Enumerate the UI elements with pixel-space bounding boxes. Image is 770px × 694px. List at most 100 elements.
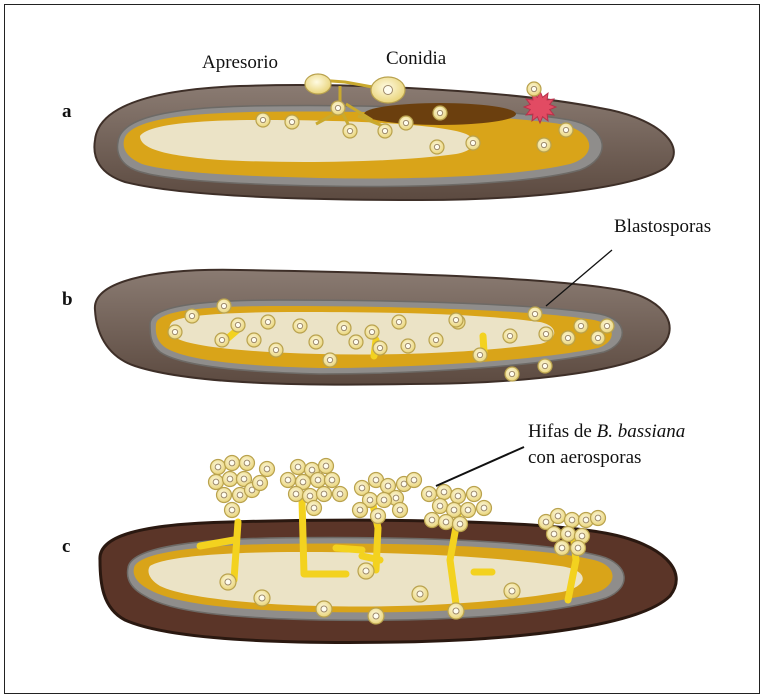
larva-c: [100, 456, 676, 643]
spore-nucleus: [297, 323, 302, 328]
spore-nucleus: [213, 479, 219, 485]
panel-label-b: b: [62, 289, 73, 311]
label-hifas-prefix: Hifas de: [528, 421, 597, 442]
spore-nucleus: [470, 140, 475, 145]
spore-nucleus: [565, 335, 570, 340]
spore-nucleus: [579, 533, 585, 539]
spore-nucleus: [509, 371, 514, 376]
spore-nucleus: [453, 317, 458, 322]
spore-nucleus: [264, 466, 270, 472]
hypha: [234, 522, 238, 580]
conidium: [305, 74, 331, 94]
spore-nucleus: [323, 463, 329, 469]
spore-nucleus: [300, 479, 306, 485]
spore-nucleus: [337, 491, 343, 497]
hypha: [336, 548, 362, 550]
spore-nucleus: [595, 515, 601, 521]
label-apresorio: Apresorio: [202, 52, 278, 74]
spore-nucleus: [578, 323, 583, 328]
spore-nucleus: [369, 329, 374, 334]
spore-nucleus: [453, 608, 459, 614]
spore-nucleus: [429, 517, 435, 523]
spore-nucleus: [433, 337, 438, 342]
spore-nucleus: [543, 519, 549, 525]
spore-nucleus: [359, 485, 365, 491]
spore-nucleus: [373, 613, 379, 619]
spore-nucleus: [441, 489, 447, 495]
spore-nucleus: [309, 467, 315, 473]
spore-nucleus: [335, 105, 340, 110]
spore-nucleus: [532, 311, 537, 316]
spore-nucleus: [531, 86, 536, 91]
spore-nucleus: [583, 517, 589, 523]
spore-nucleus: [481, 505, 487, 511]
spore-nucleus: [172, 329, 177, 334]
spore-nucleus: [451, 507, 457, 513]
larva-a: [94, 74, 673, 200]
spore-nucleus: [604, 323, 609, 328]
spore-nucleus: [315, 477, 321, 483]
spore-nucleus: [251, 337, 256, 342]
spore-nucleus: [403, 120, 408, 125]
spore-nucleus: [543, 331, 548, 336]
spore-nucleus: [542, 363, 547, 368]
spore-nucleus: [347, 128, 352, 133]
spore-nucleus: [477, 352, 482, 357]
spore-nucleus: [241, 476, 247, 482]
spore-nucleus: [396, 319, 401, 324]
conidium-nucleus: [384, 86, 393, 95]
label-hifas-species: B. bassiana: [597, 421, 686, 442]
spore-nucleus: [367, 497, 373, 503]
spore-nucleus: [555, 513, 561, 519]
larva-a-interior: [140, 120, 474, 162]
panel-label-c: c: [62, 536, 70, 558]
spore-nucleus: [227, 476, 233, 482]
spore-nucleus: [417, 591, 423, 597]
spore-nucleus: [509, 588, 515, 594]
spore-nucleus: [219, 337, 224, 342]
spore-nucleus: [393, 495, 399, 501]
spore-nucleus: [411, 477, 417, 483]
spore-nucleus: [311, 505, 317, 511]
spore-nucleus: [455, 493, 461, 499]
spore-nucleus: [265, 319, 270, 324]
spore-nucleus: [244, 460, 250, 466]
spore-nucleus: [381, 497, 387, 503]
spore-nucleus: [257, 480, 263, 486]
label-hifas: Hifas de B. bassiana: [528, 421, 685, 443]
spore-nucleus: [273, 347, 278, 352]
spore-nucleus: [357, 507, 363, 513]
spore-nucleus: [293, 491, 299, 497]
label-aerosporas: con aerosporas: [528, 447, 641, 469]
spore-nucleus: [382, 128, 387, 133]
spore-nucleus: [559, 545, 565, 551]
spore-nucleus: [385, 483, 391, 489]
spore-nucleus: [225, 579, 231, 585]
spore-nucleus: [565, 531, 571, 537]
spore-nucleus: [285, 477, 291, 483]
spore-nucleus: [235, 322, 240, 327]
spore-nucleus: [363, 568, 369, 574]
larva-b: [95, 270, 670, 385]
hypha: [362, 556, 380, 560]
spore-nucleus: [465, 507, 471, 513]
spore-nucleus: [321, 491, 327, 497]
spore-nucleus: [259, 595, 265, 601]
spore-nucleus: [551, 531, 557, 537]
spore-nucleus: [229, 507, 235, 513]
spore-nucleus: [189, 313, 194, 318]
spore-nucleus: [289, 119, 294, 124]
spore-nucleus: [434, 144, 439, 149]
spore-nucleus: [260, 117, 265, 122]
spore-nucleus: [327, 357, 332, 362]
spore-nucleus: [405, 343, 410, 348]
spore-nucleus: [397, 507, 403, 513]
label-conidia: Conidia: [386, 48, 446, 70]
larva-b-interior: [169, 312, 554, 355]
spore-nucleus: [563, 127, 568, 132]
spore-nucleus: [307, 493, 313, 499]
spore-nucleus: [401, 481, 407, 487]
spore-nucleus: [437, 503, 443, 509]
spore-nucleus: [377, 345, 382, 350]
